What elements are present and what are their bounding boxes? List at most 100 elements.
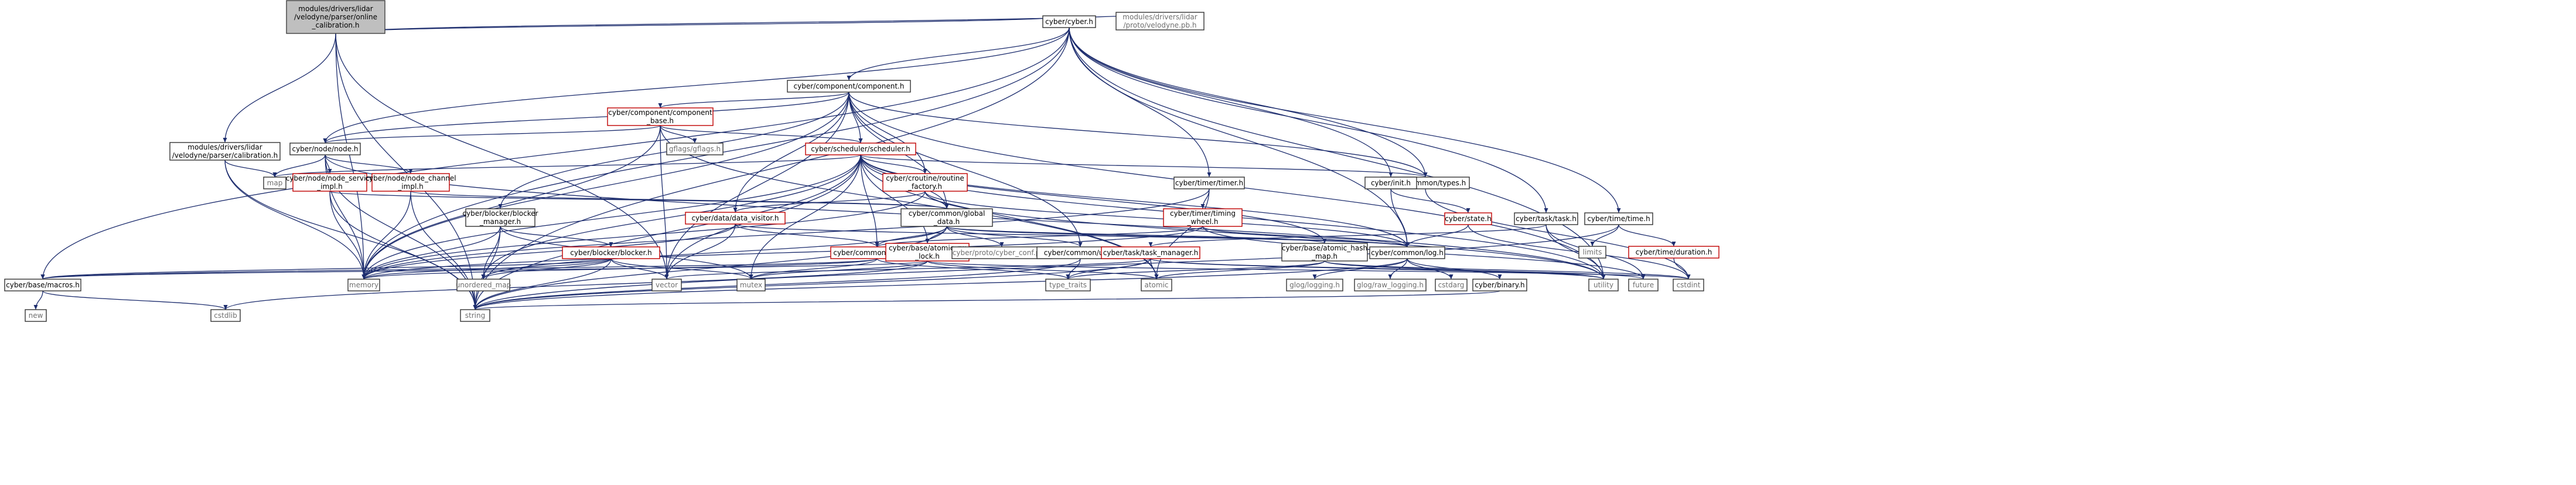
node-taskmgr[interactable]: cyber/task/task_manager.h xyxy=(1101,246,1200,259)
node-label-line: /velodyne/parser/calibration.h xyxy=(172,151,278,160)
node-label-line: limits xyxy=(1583,248,1602,256)
edge-blockermgr-to-blocker xyxy=(500,226,613,247)
node-datavisitor[interactable]: cyber/data/data_visitor.h xyxy=(685,212,786,225)
node-label-line: cyber/component/component.h xyxy=(794,82,905,90)
node-label-line: memory xyxy=(349,281,378,289)
node-label-line: modules/drivers/lidar xyxy=(1122,13,1197,21)
node-component[interactable]: cyber/component/component.h xyxy=(787,80,911,93)
node-label-line: cstdint xyxy=(1677,281,1701,289)
edge-global-to-conf xyxy=(946,226,1004,247)
node-basemacros[interactable]: cyber/base/macros.h xyxy=(4,279,81,291)
node-label-line: map xyxy=(267,179,283,187)
edge-time-to-limits xyxy=(1590,224,1619,247)
node-label-line: cyber/common/util.h xyxy=(1044,249,1117,257)
node-label-line: cyber/common/log.h xyxy=(1371,249,1444,257)
node-memory: memory xyxy=(347,279,380,291)
node-label-line: _lock.h xyxy=(915,252,940,260)
edge-log-to-binary xyxy=(1407,258,1502,280)
node-task[interactable]: cyber/task/task.h xyxy=(1514,212,1578,225)
node-label-line: _map.h xyxy=(1311,252,1338,260)
node-limits: limits xyxy=(1578,246,1606,259)
node-root[interactable]: modules/drivers/lidar/velodyne/parser/on… xyxy=(286,0,385,34)
node-gflags: gflags/gflags.h xyxy=(666,143,724,155)
node-cyber[interactable]: cyber/cyber.h xyxy=(1042,15,1096,28)
node-glograw: glog/raw_logging.h xyxy=(1354,279,1427,291)
node-atomichash[interactable]: cyber/base/atomic_hash_map.h xyxy=(1281,243,1368,262)
node-node[interactable]: cyber/node/node.h xyxy=(289,143,361,155)
node-binary[interactable]: cyber/binary.h xyxy=(1472,279,1527,291)
node-time[interactable]: cyber/time/time.h xyxy=(1584,212,1653,225)
node-calib[interactable]: modules/drivers/lidar/velodyne/parser/ca… xyxy=(169,142,281,161)
node-label-line: utility xyxy=(1594,281,1613,289)
node-atomic: atomic xyxy=(1141,279,1172,291)
edge-routine-to-datavisitor xyxy=(733,191,926,213)
edge-root-to-cyber xyxy=(335,15,1072,34)
edge-nodechannel-to-global xyxy=(410,191,949,209)
node-label-line: glog/raw_logging.h xyxy=(1357,281,1424,289)
node-pb: modules/drivers/lidar/proto/velodyne.pb.… xyxy=(1115,12,1205,30)
edge-cyber-to-timer xyxy=(1069,27,1212,177)
node-label-line: cyber/cyber.h xyxy=(1045,18,1093,26)
edge-log-to-glograw xyxy=(1388,258,1408,280)
node-compbase[interactable]: cyber/component/component_base.h xyxy=(607,107,714,126)
edge-node-to-nodechannel xyxy=(325,154,413,174)
edge-compbase-to-scheduler xyxy=(660,125,863,144)
node-init[interactable]: cyber/init.h xyxy=(1364,177,1417,189)
edge-calib-to-map xyxy=(224,160,277,178)
edge-log-to-glog xyxy=(1312,258,1408,280)
node-scheduler[interactable]: cyber/scheduler/scheduler.h xyxy=(805,143,916,155)
edge-component-to-compbase xyxy=(658,91,849,108)
edge-cyber-to-component xyxy=(847,27,1070,81)
node-map: map xyxy=(263,177,286,189)
node-timing[interactable]: cyber/timer/timing_wheel.h xyxy=(1163,208,1243,227)
node-label-line: modules/drivers/lidar xyxy=(187,143,262,151)
node-log[interactable]: cyber/common/log.h xyxy=(1369,246,1445,259)
node-label-line: new xyxy=(29,311,43,320)
node-label-line: cyber/base/atomic_rw xyxy=(889,244,966,252)
node-label-line: cyber/binary.h xyxy=(1475,281,1524,289)
edge-root-to-calib xyxy=(223,33,336,143)
node-mutex: mutex xyxy=(736,279,766,291)
node-unordered: unordered_map xyxy=(456,279,511,291)
node-label-line: /velodyne/parser/online xyxy=(294,13,377,21)
edge-types-to-cstdint xyxy=(1425,188,1691,280)
node-duration[interactable]: cyber/time/duration.h xyxy=(1628,246,1719,259)
node-label-line: cyber/data/data_visitor.h xyxy=(691,214,779,222)
node-label-line: mutex xyxy=(740,281,762,289)
node-typetraits: type_traits xyxy=(1045,279,1091,291)
node-label-line: _manager.h xyxy=(479,218,521,226)
edge-component-to-types xyxy=(848,91,1428,178)
node-label-line: cyber/scheduler/scheduler.h xyxy=(811,145,910,153)
edge-compbase-to-node xyxy=(323,125,661,144)
node-label-line: cyber/node/node_service xyxy=(286,174,374,182)
node-nodechannel[interactable]: cyber/node/node_channel_impl.h xyxy=(365,173,456,192)
node-blockermgr[interactable]: cyber/blocker/blocker_manager.h xyxy=(462,208,538,227)
node-state[interactable]: cyber/state.h xyxy=(1444,212,1492,225)
edge-nodechannel-to-memory xyxy=(361,191,411,279)
edge-atomichash-to-cstdint xyxy=(1324,260,1691,280)
node-label-line: _impl.h xyxy=(397,182,423,191)
node-label-line: _base.h xyxy=(646,117,674,125)
node-routine[interactable]: cyber/croutine/routine_factory.h xyxy=(882,173,968,192)
edge-cyber-to-types xyxy=(1069,27,1428,177)
node-label-line: atomic xyxy=(1144,281,1168,289)
node-label-line: cyber/blocker/blocker.h xyxy=(570,249,652,257)
node-nodeservice[interactable]: cyber/node/node_service_impl.h xyxy=(286,173,374,192)
node-timer[interactable]: cyber/timer/timer.h xyxy=(1173,177,1245,189)
node-cstdlib: cstdlib xyxy=(210,309,241,322)
edge-basemacros-to-new xyxy=(33,290,43,310)
edge-global-to-util xyxy=(946,226,1083,247)
node-global[interactable]: cyber/common/global_data.h xyxy=(900,208,993,227)
node-label-line: glog/logging.h xyxy=(1289,281,1340,289)
node-label-line: cyber/time/duration.h xyxy=(1636,248,1712,256)
node-label-line: cyber/init.h xyxy=(1371,179,1411,187)
edge-scheduler-to-types xyxy=(860,154,1428,178)
edge-component-to-node xyxy=(323,91,849,144)
node-label-line: future xyxy=(1633,281,1654,289)
node-label-line: cyber/node/node_channel xyxy=(365,174,456,182)
node-cstdint: cstdint xyxy=(1673,279,1704,291)
node-label-line: cstdlib xyxy=(214,311,237,320)
node-label-line: cyber/common/global xyxy=(909,209,985,218)
node-blocker[interactable]: cyber/blocker/blocker.h xyxy=(562,246,660,259)
node-label-line: cyber/time/time.h xyxy=(1587,215,1650,223)
